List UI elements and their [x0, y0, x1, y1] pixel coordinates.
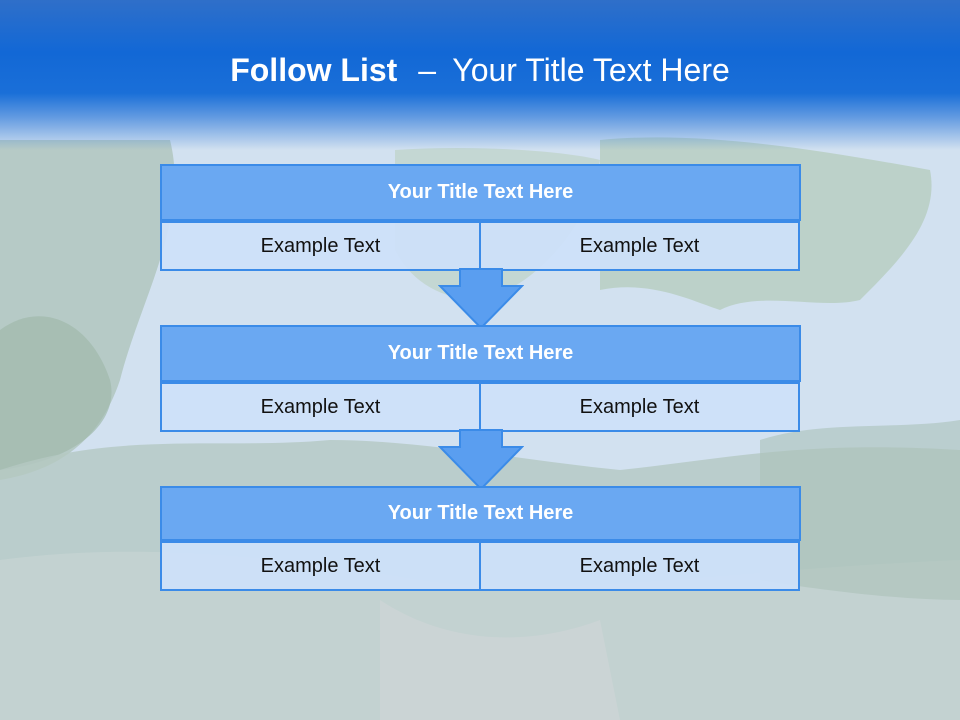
- block-cell-left: Example Text: [160, 541, 480, 591]
- slide-title: Follow List – Your Title Text Here: [0, 52, 960, 100]
- block-cell-left: Example Text: [160, 221, 480, 271]
- block-cell-right: Example Text: [480, 541, 800, 591]
- title-rest: Your Title Text Here: [452, 52, 730, 88]
- title-lead: Follow List: [230, 52, 398, 88]
- block-cell-right: Example Text: [480, 382, 800, 432]
- down-arrow-icon: [438, 429, 524, 491]
- title-dash: –: [418, 52, 436, 88]
- block-title: Your Title Text Here: [160, 486, 801, 541]
- block-title: Your Title Text Here: [160, 164, 801, 221]
- slide-title-text: Follow List – Your Title Text Here: [0, 52, 960, 89]
- down-arrow-icon: [438, 268, 524, 330]
- block-cell-right: Example Text: [480, 221, 800, 271]
- block-title: Your Title Text Here: [160, 325, 801, 382]
- block-cell-left: Example Text: [160, 382, 480, 432]
- header-band: [0, 0, 960, 150]
